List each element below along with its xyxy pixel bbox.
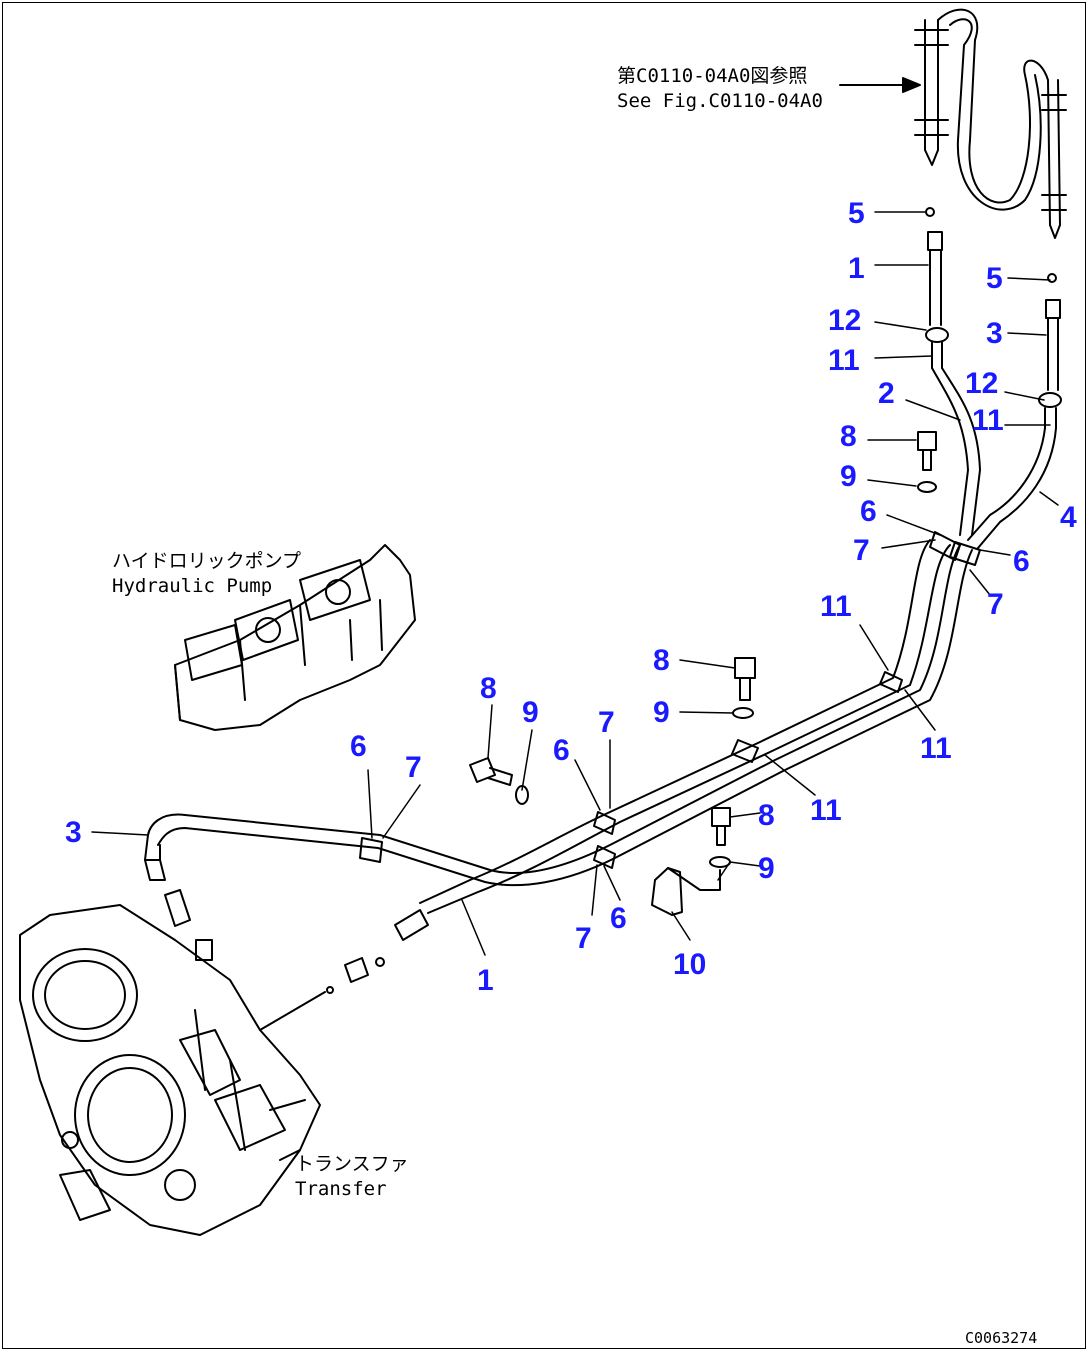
callout-number: 6	[610, 902, 627, 935]
callout-number: 6	[350, 730, 367, 763]
reference-arrow	[839, 77, 921, 93]
text-notes: 第C0110-04A0図参照 See Fig.C0110-04A0 ハイドロリッ…	[112, 65, 1037, 1347]
callout-number: 8	[653, 644, 670, 677]
callout-number: 8	[480, 672, 497, 705]
callout-number: 7	[575, 922, 592, 955]
transfer-case	[19, 904, 321, 1236]
callout-number: 9	[522, 696, 539, 729]
hydraulic-pump	[174, 544, 416, 731]
callout-number: 11	[820, 590, 852, 623]
loose-fittings	[164, 889, 385, 1031]
transfer-label-jp: トランスファ	[295, 1153, 409, 1175]
callout-number: 7	[853, 534, 870, 567]
callout-number: 10	[673, 948, 706, 981]
pump-label-en: Hydraulic Pump	[112, 575, 272, 597]
callout-number: 3	[65, 816, 82, 849]
callout-number: 12	[828, 304, 861, 337]
reference-pipe-assembly	[914, 8, 1067, 239]
callout-number: 1	[848, 252, 865, 285]
callout-number: 11	[828, 344, 860, 377]
main-hoses	[144, 531, 981, 941]
callout-number: 3	[986, 317, 1003, 350]
callout-number: 6	[860, 495, 877, 528]
callout-number: 4	[1060, 501, 1077, 534]
callout-number: 7	[598, 706, 615, 739]
callout-number: 6	[1013, 545, 1030, 578]
callout-number: 12	[965, 367, 998, 400]
transfer-label-en: Transfer	[295, 1178, 387, 1200]
callout-number: 7	[405, 751, 422, 784]
callout-number: 9	[840, 460, 857, 493]
callout-number: 9	[758, 852, 775, 885]
ref-note-en: See Fig.C0110-04A0	[617, 90, 823, 112]
callout-number: 9	[653, 696, 670, 729]
callout-number: 8	[758, 799, 775, 832]
pump-label-jp: ハイドロリックポンプ	[112, 550, 301, 572]
callout-number: 5	[986, 262, 1003, 295]
callout-number: 11	[810, 794, 842, 827]
upper-hoses	[925, 207, 1062, 549]
ref-note-jp: 第C0110-04A0図参照	[617, 65, 807, 87]
callout-number: 1	[477, 964, 494, 997]
callout-number: 8	[840, 420, 857, 453]
callout-number: 11	[972, 404, 1004, 437]
figure-code: C0063274	[965, 1329, 1037, 1347]
leader-lines	[91, 211, 1059, 956]
callout-number: 5	[848, 197, 865, 230]
callout-number: 6	[553, 734, 570, 767]
callout-numbers: 5 1 12 11 2 8 9 6 7 5 3 12 11 4 6 7 11 1…	[65, 197, 1077, 997]
callout-number: 2	[878, 377, 895, 410]
callout-number: 7	[987, 588, 1004, 621]
callout-number: 11	[920, 732, 952, 765]
bolts-washers	[469, 431, 937, 916]
